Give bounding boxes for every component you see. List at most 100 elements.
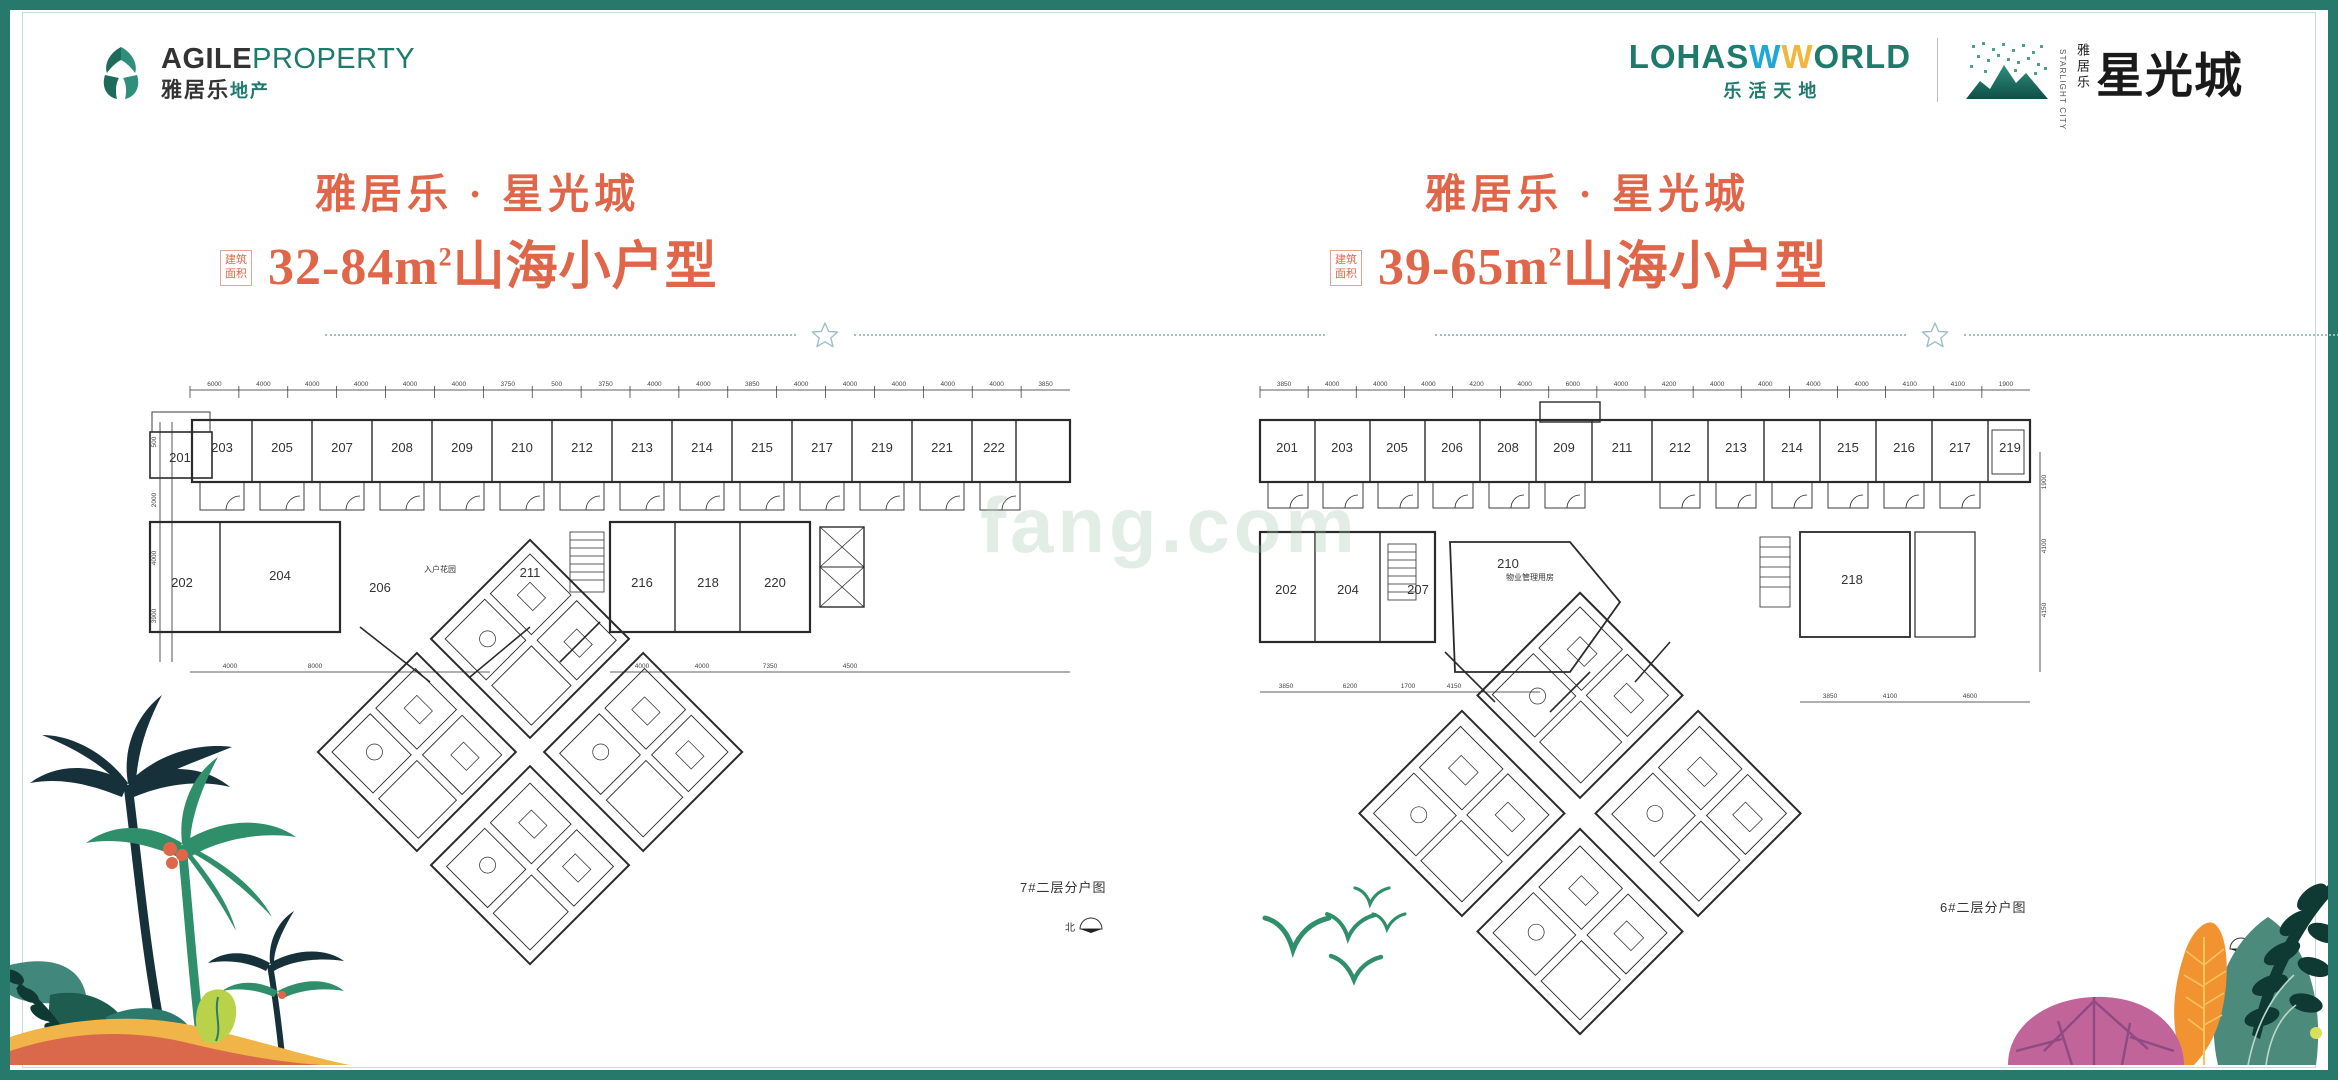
plan-label: 212 [571, 440, 593, 455]
star-divider-icon [1921, 322, 1949, 348]
plan-label: 4150 [1447, 683, 1462, 690]
plan-label: 209 [1553, 440, 1575, 455]
plan-label: 4000 [1806, 381, 1821, 388]
plan-label: 221 [931, 440, 953, 455]
panel-left-type-cn: 山海小户型 [452, 239, 718, 296]
plan-label: 201 [1276, 440, 1298, 455]
plan-label: 202 [1275, 582, 1297, 597]
plan-label: 4000 [941, 381, 956, 388]
plan-label: 220 [764, 575, 786, 590]
plan-label: 500 [551, 381, 562, 388]
plan-label: 203 [211, 440, 233, 455]
plan-label: 4600 [1963, 693, 1978, 700]
plan-label: 4500 [843, 663, 858, 670]
plan-label: 202 [171, 575, 193, 590]
plan-label: 3900 [151, 608, 158, 623]
plan-label: 217 [811, 440, 833, 455]
plan-label: 4000 [892, 381, 907, 388]
frame-top-band [0, 0, 2338, 10]
plan-label: 3850 [1279, 683, 1294, 690]
plan-label: 4200 [1469, 381, 1484, 388]
panel-right-north-arrow: 北 [2215, 937, 2254, 955]
panel-right: 雅居乐 · 星光城 建筑 面积 39-65m2山海小户型 [1240, 160, 2338, 1040]
plan-label: 4000 [647, 381, 662, 388]
plan-label: 7350 [763, 663, 778, 670]
plan-label: 211 [520, 565, 541, 580]
plan-label: 4000 [223, 663, 238, 670]
panel-left-subtitle: 32-84m2山海小户型 [268, 242, 718, 294]
plan-label: 207 [1407, 582, 1429, 597]
lohas-en-w-blue: W [1749, 38, 1782, 75]
panel-right-area-tag: 建筑 面积 [1330, 250, 1362, 286]
lohas-en-part2: ORLD [1813, 38, 1912, 75]
plan-label: 204 [1337, 582, 1359, 597]
plan-label: 208 [391, 440, 413, 455]
plan-label: 3750 [501, 381, 516, 388]
plan-label: 4000 [151, 550, 158, 565]
lohas-en-w-yellow: W [1781, 38, 1814, 75]
north-arrow-icon [2229, 937, 2253, 953]
panel-right-title: 雅居乐 · 星光城 [1425, 171, 1751, 217]
plan-label: 205 [1386, 440, 1408, 455]
area-tag-line1: 建筑 [1335, 254, 1357, 267]
lohas-world-logo: LOHASWWORLD 乐活天地 [1629, 40, 1911, 100]
panel-left-caption: 7#二层分户图 [1020, 880, 1107, 895]
plan-label: 物业管理用房 [1506, 572, 1554, 582]
panel-right-caption: 6#二层分户图 [1940, 900, 2027, 915]
plan-label: 213 [631, 440, 653, 455]
agile-property-logo: AGILEPROPERTY 雅居乐地产 [95, 45, 415, 101]
panel-right-area-range: 39-65m [1378, 239, 1549, 296]
plan-label: 214 [1781, 440, 1803, 455]
plan-label: 4000 [1373, 381, 1388, 388]
plan-label: 4100 [1902, 381, 1917, 388]
plan-label: 4000 [305, 381, 320, 388]
plan-label: 4000 [1325, 381, 1340, 388]
plan-label: 216 [1893, 440, 1915, 455]
north-label-right: 北 [2215, 942, 2225, 954]
plan-label: 215 [1837, 440, 1859, 455]
plan-label: 3850 [1823, 693, 1838, 700]
lohas-english: LOHASWWORLD [1629, 40, 1911, 73]
panel-left-title: 雅居乐 · 星光城 [315, 171, 641, 217]
plan-label: 4200 [1662, 381, 1677, 388]
plan-label: 203 [1331, 440, 1353, 455]
logo-chinese-line: 雅居乐地产 [161, 80, 415, 101]
panel-left: 雅居乐 · 星光城 建筑 面积 32-84m2山海小户型 [130, 160, 1325, 1040]
starlight-vertical-chinese: 雅居乐 [2074, 43, 2090, 91]
plan-label: 6000 [1566, 381, 1581, 388]
panel-left-divider [325, 320, 1325, 350]
plan-label: 3750 [598, 381, 613, 388]
plan-label: 4000 [1710, 381, 1725, 388]
logo-separator [1937, 38, 1939, 102]
plan-label: 3850 [745, 381, 760, 388]
plan-label: 4000 [1421, 381, 1436, 388]
divider-dash-right [1964, 334, 2338, 336]
plan-label: 3850 [1038, 381, 1053, 388]
plan-label: 4000 [1758, 381, 1773, 388]
lohas-en-part1: LOHAS [1628, 38, 1750, 75]
panel-right-title-block: 雅居乐 · 星光城 建筑 面积 39-65m2山海小户型 [1240, 160, 2338, 350]
plan-label: 4000 [696, 381, 711, 388]
divider-dash-left [1435, 334, 1906, 336]
plan-label: 6000 [207, 381, 222, 388]
logo-english-line: AGILEPROPERTY [161, 45, 415, 74]
plan-label: 4000 [1614, 381, 1629, 388]
page-header: AGILEPROPERTY 雅居乐地产 LOHASWWORLD 乐活天地 [0, 0, 2338, 140]
plan-label: 4100 [2041, 538, 2048, 553]
plan-label: 4000 [695, 663, 710, 670]
plan-label: 4000 [403, 381, 418, 388]
frame-right-band [2328, 0, 2338, 1080]
plan-label: 4150 [2041, 602, 2048, 617]
plan-label: 1900 [2041, 474, 2048, 489]
plan-label: 210 [1497, 556, 1519, 571]
plan-label: 1900 [1999, 381, 2014, 388]
starlight-vertical-english: STARLIGHT CITY [2058, 49, 2068, 131]
plan-label: 206 [1441, 440, 1463, 455]
plan-label: 212 [1669, 440, 1691, 455]
panel-right-subtitle-row: 建筑 面积 39-65m2山海小户型 [1330, 242, 2330, 294]
north-arrow-icon [1079, 917, 1103, 933]
north-label-left: 北 [1065, 922, 1075, 934]
plan-label: 4000 [452, 381, 467, 388]
plan-label: 216 [631, 575, 653, 590]
